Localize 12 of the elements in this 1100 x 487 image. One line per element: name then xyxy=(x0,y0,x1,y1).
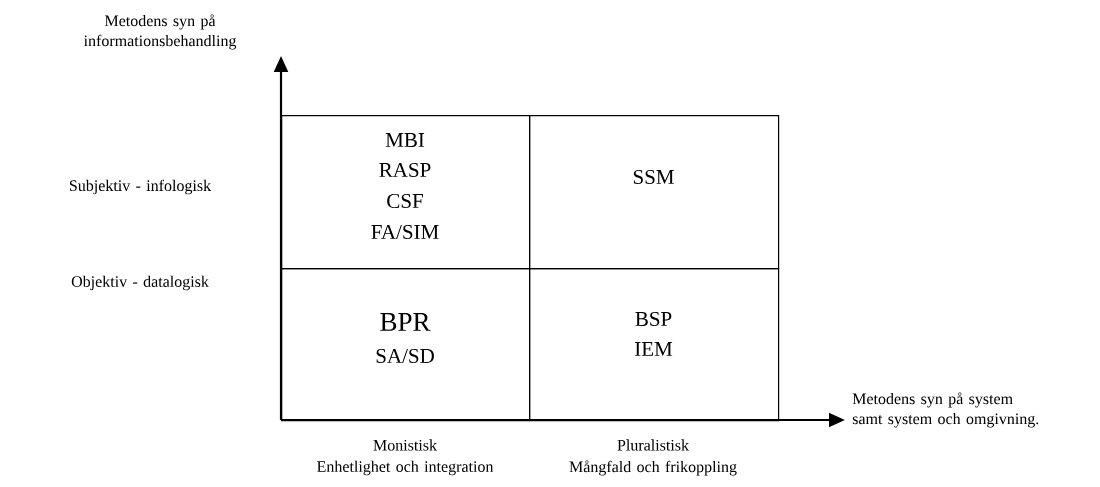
quadrant-cell: SSM xyxy=(529,115,780,270)
axis-label: Subjektiv - infologisk xyxy=(69,179,212,195)
quadrant-cell: MBI RASP CSF FA/SIM xyxy=(281,115,531,270)
axis-label: Objektiv - datalogisk xyxy=(71,275,209,291)
axis-label: Metodens syn på system samt system och omgivning. xyxy=(852,392,1039,428)
axis-label: Monistisk xyxy=(373,439,437,451)
axis-label: Metodens syn på informationsbehandling xyxy=(83,14,237,50)
axis-label: Mångfald och frikoppling xyxy=(569,460,737,476)
axis-label: Enhetlighet och integration xyxy=(317,460,494,476)
axis-label: Pluralistisk xyxy=(617,439,689,451)
quadrant-cell: BSP IEM xyxy=(529,268,780,422)
quadrant-cell: BPR SA/SD xyxy=(281,268,531,422)
